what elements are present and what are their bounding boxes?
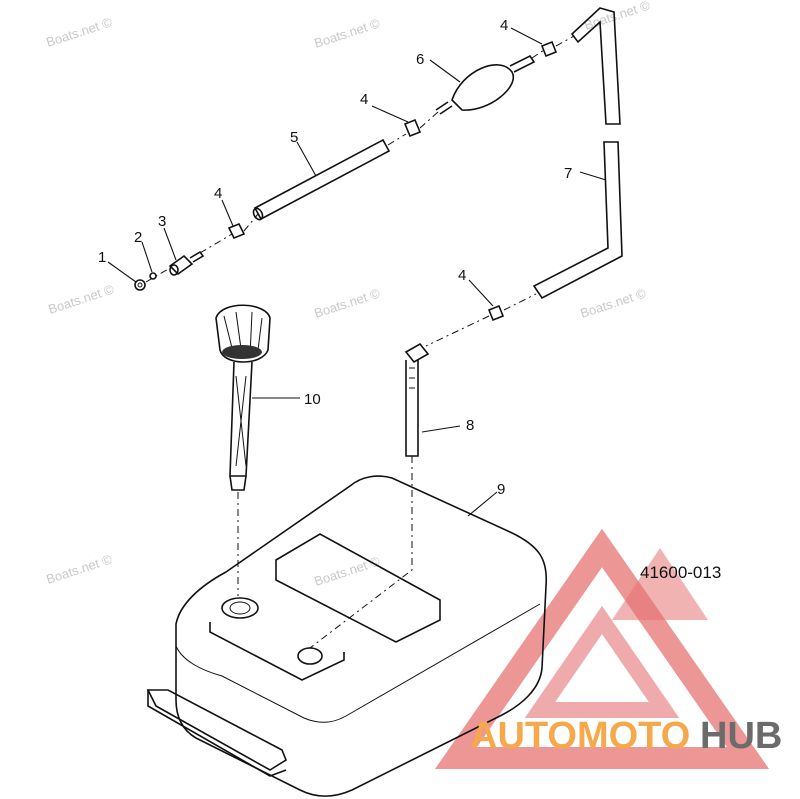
- part-9-fuel-tank: [146, 475, 548, 797]
- watermark: Boats.net ©: [44, 14, 114, 49]
- callout-7: 7: [564, 165, 572, 182]
- callout-10: 10: [304, 391, 321, 408]
- part-7-hose: [532, 7, 623, 300]
- watermarks: Boats.net © Boats.net © Boats.net © Boat…: [44, 0, 652, 589]
- callout-6: 6: [416, 51, 424, 68]
- part-3-connector: [168, 250, 205, 276]
- diagram-part-number: 41600-013: [640, 563, 721, 582]
- part-6-primer-bulb: [419, 49, 545, 129]
- part-4-clamp: [487, 304, 505, 322]
- assembly-path: [309, 456, 413, 649]
- assembly-path: [243, 133, 407, 232]
- automotohub-logo: [434, 528, 770, 769]
- logo-text-right: HUB: [700, 715, 782, 757]
- part-10-fuel-gauge: [215, 304, 271, 491]
- part-8-pickup-tube: [404, 342, 430, 457]
- part-5-hose: [252, 138, 391, 221]
- watermark: Boats.net ©: [312, 15, 382, 50]
- leader-lines: [107, 27, 607, 517]
- watermark: Boats.net ©: [578, 285, 648, 320]
- logo-text-left: AUTOMOTO: [470, 715, 690, 757]
- watermark: Boats.net ©: [44, 551, 114, 586]
- part-2-o-ring: [149, 272, 157, 280]
- automotohub-wordmark: AUTOMOTO HUB: [470, 715, 782, 757]
- watermark: Boats.net ©: [46, 281, 116, 316]
- watermark: Boats.net ©: [312, 285, 382, 320]
- callouts: 1 2 3 4 5 4 6 4 7 4 8 9 10: [98, 17, 572, 498]
- assembly-path: [425, 293, 537, 347]
- part-1-clip: [134, 279, 146, 291]
- callout-4: 4: [500, 17, 508, 34]
- part-4-clamp: [227, 222, 246, 240]
- watermark: Boats.net ©: [312, 553, 382, 588]
- callout-1: 1: [98, 249, 106, 266]
- callout-4: 4: [214, 185, 222, 202]
- part-4-clamp: [540, 40, 558, 58]
- callout-9: 9: [497, 481, 505, 498]
- assembly-path: [145, 233, 233, 283]
- callout-5: 5: [290, 129, 298, 146]
- assembly-path: [555, 35, 575, 47]
- callout-8: 8: [466, 417, 474, 434]
- callout-2: 2: [134, 229, 142, 246]
- callout-4: 4: [458, 267, 466, 284]
- callout-4: 4: [360, 91, 368, 108]
- part-4-clamp: [403, 118, 422, 138]
- callout-3: 3: [158, 213, 166, 230]
